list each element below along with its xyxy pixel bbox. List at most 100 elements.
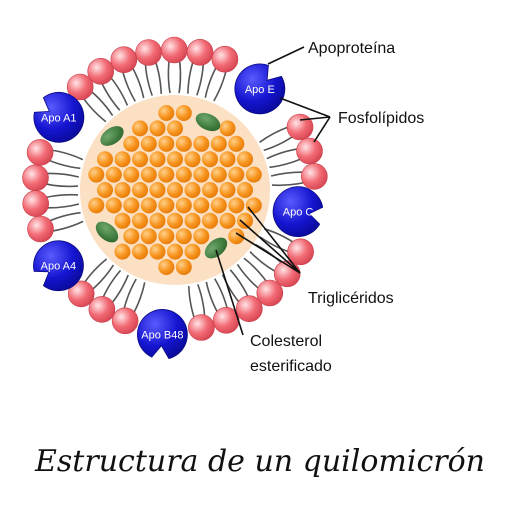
triglyceride-droplet	[184, 182, 201, 198]
phospholipid-head	[87, 58, 114, 85]
phospholipid-head	[212, 306, 240, 334]
phospholipid-head	[88, 296, 116, 323]
phospholipid-head	[300, 163, 328, 190]
triglyceride-droplet	[97, 182, 113, 198]
cholesterol-ester-droplet	[195, 112, 221, 132]
triglyceride-droplet	[219, 212, 236, 229]
apoprotein-body	[33, 91, 85, 143]
colesterol-label-line1: Colesterol	[250, 333, 322, 350]
apoprotein-label: Apo B48	[141, 329, 183, 341]
triglyceride-droplet	[245, 197, 262, 214]
triglyceride-droplet	[132, 120, 148, 137]
triglyceride-droplet	[175, 135, 192, 152]
apoprotein-body	[137, 309, 188, 360]
apoproteins: Apo E Apo A1 Apo C Apo A4 Apo B48	[33, 63, 324, 360]
triglyceride-droplet	[123, 166, 140, 183]
leader-fosfolipidos-3	[313, 116, 331, 143]
triglyceride-droplet	[114, 151, 131, 168]
triglyceride-droplet	[123, 228, 140, 245]
triglyceride-droplet	[228, 228, 245, 245]
triglyceride-droplet	[114, 212, 131, 229]
triglyceride-droplet	[245, 166, 262, 183]
triglyceride-droplet	[219, 182, 236, 198]
leader-fosfolipidos-1	[279, 97, 331, 118]
triglyceride-droplet	[132, 182, 148, 198]
triglyceride-droplet	[158, 197, 175, 214]
apo-e-protein: Apo E	[234, 63, 286, 115]
diagram-caption: Estructura de un quilomicrón	[34, 444, 485, 479]
triglyceride-droplet	[237, 182, 253, 198]
triglyceride-droplet	[175, 197, 192, 214]
triglyceride-droplet	[184, 243, 201, 260]
leader-fosfolipidos-2	[299, 116, 331, 121]
triglyceride-droplet	[140, 166, 157, 183]
phospholipid-head	[296, 137, 323, 165]
triglyceride-droplet	[158, 135, 175, 152]
triglyceride-droplet	[219, 151, 236, 168]
triglyceride-droplet	[140, 135, 157, 152]
trigliceridos-label: Triglicéridos	[308, 290, 394, 307]
triglyceride-droplet	[132, 243, 148, 260]
phospholipid-head	[110, 46, 138, 74]
triglyceride-droplet	[140, 228, 157, 245]
triglyceride-droplet	[202, 212, 218, 229]
triglyceride-droplet	[97, 151, 113, 168]
triglyceride-droplet	[149, 212, 166, 229]
triglyceride-droplet	[175, 228, 192, 245]
apoprotein-label: Apo C	[283, 207, 314, 219]
phospholipid-head	[26, 139, 54, 166]
triglyceride-droplet	[167, 120, 183, 137]
triglyceride-droplet	[158, 166, 175, 183]
apo-a1-protein: Apo A1	[33, 91, 85, 143]
phospholipid-head	[161, 36, 188, 64]
phospholipid-head	[22, 164, 49, 192]
triglyceride-droplet	[193, 228, 210, 245]
triglyceride-droplet	[193, 197, 210, 214]
leader-trigliceridos-1	[247, 206, 301, 274]
triglyceride-droplet	[105, 166, 122, 183]
triglyceride-droplet	[228, 197, 245, 214]
cholesterol-ester-droplet	[100, 126, 124, 146]
triglyceride-droplet	[175, 105, 192, 121]
phospholipid-head	[22, 190, 50, 217]
apoprotein-body	[33, 240, 84, 292]
triglyceride-droplet	[167, 243, 183, 260]
leader-apoproteina	[267, 46, 305, 65]
phospholipid-head	[27, 215, 54, 243]
triglyceride-droplet	[167, 151, 183, 168]
cholesterol-ester-droplet	[204, 237, 228, 259]
triglyceride-droplet	[202, 182, 218, 198]
phospholipid-head	[211, 45, 239, 73]
phospholipid-head	[286, 113, 314, 141]
triglyceride-droplet	[210, 197, 227, 214]
triglyceride-droplet	[193, 166, 210, 183]
triglyceride-droplets	[88, 105, 262, 275]
apoprotein-body	[272, 186, 324, 238]
phospholipid-head	[66, 73, 94, 101]
phospholipid-head	[287, 238, 314, 266]
triglyceride-droplet	[210, 166, 227, 183]
apo-a4-protein: Apo A4	[33, 240, 84, 292]
triglyceride-droplet	[132, 151, 148, 168]
triglyceride-droplet	[228, 166, 245, 183]
triglyceride-droplet	[140, 197, 157, 214]
leader-trigliceridos-2	[239, 219, 301, 274]
triglyceride-droplet	[114, 182, 131, 198]
triglyceride-droplet	[158, 105, 175, 121]
phospholipid-head	[135, 39, 162, 66]
triglyceride-droplet	[167, 182, 183, 198]
triglyceride-droplet	[175, 166, 192, 183]
triglyceride-droplet	[193, 135, 210, 152]
apo-b48-protein: Apo B48	[137, 309, 188, 360]
triglyceride-droplet	[158, 259, 175, 275]
triglyceride-droplet	[149, 243, 166, 260]
triglyceride-droplet	[105, 197, 122, 214]
apo-c-protein: Apo C	[272, 186, 324, 238]
phospholipid-head	[236, 295, 263, 323]
triglyceride-droplet	[202, 151, 218, 168]
triglyceride-droplet	[228, 135, 245, 152]
apoprotein-body	[234, 63, 286, 115]
triglyceride-droplet	[88, 197, 105, 214]
triglyceride-droplet	[149, 182, 166, 198]
phospholipid-head	[111, 307, 139, 335]
